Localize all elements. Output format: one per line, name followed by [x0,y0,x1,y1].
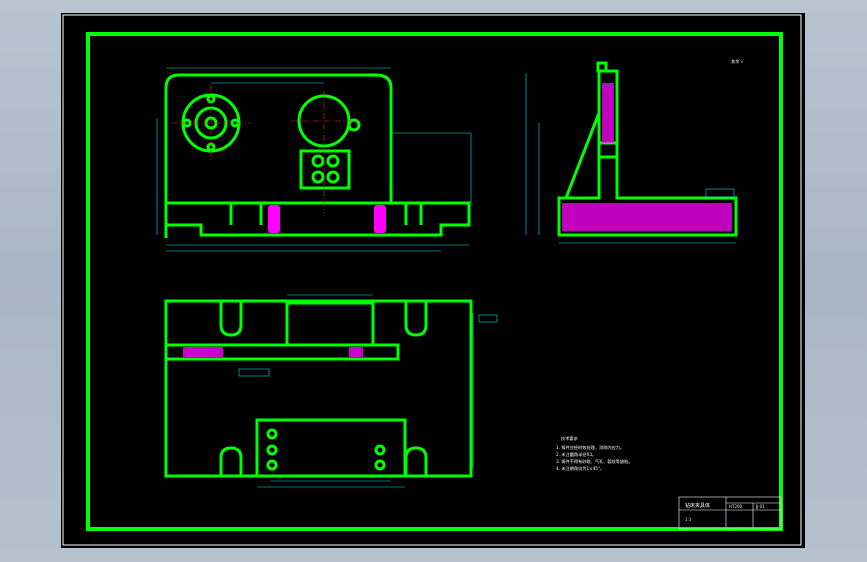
square-block [299,149,351,190]
block-hole-4 [326,170,340,184]
cad-drawing-sheet: 其余 √ 技术要求 1. 铸件应经时效处理，消除内应力。 2. 未注圆角半径R3… [62,14,802,546]
front-view-hatches [268,205,386,233]
block-hole-3 [311,170,325,184]
tech-req-item-4: 4. 未注倒角均为1×45°。 [556,465,604,472]
technical-requirements: 技术要求 1. 铸件应经时效处理，消除内应力。 2. 未注圆角半径R3。 3. … [556,435,633,472]
side-view-dimensions [525,73,736,244]
title-part-name: 钻床夹具体 [685,502,710,509]
front-view-dimensions [156,67,472,252]
lower-hole-3 [266,459,278,471]
side-view-rib [564,112,601,199]
title-material: HT200 [729,504,743,509]
lower-hole-5 [374,459,386,471]
tech-req-item-3: 3. 铸件不得有砂眼、气孔、裂纹等缺陷。 [556,458,633,465]
tolerance-callout-box-2 [478,314,498,323]
hatch-section-2 [374,205,386,233]
front-view-base-outline [164,201,471,237]
hatch-section-1 [268,205,280,233]
lower-hole-4 [374,444,386,456]
bottom-slot-1 [219,446,243,476]
side-view-outline [557,69,738,237]
tech-req-item-1: 1. 铸件应经时效处理，消除内应力。 [556,444,624,451]
block-hole-2 [326,154,340,168]
drawing-frame [86,32,783,531]
roughness-note: 其余 √ [731,58,744,65]
tech-req-item-2: 2. 未注圆角半径R3。 [556,451,596,458]
title-scale: 1:1 [685,517,692,522]
side-view-hatches [562,83,732,231]
tech-req-title: 技术要求 [561,435,579,442]
hatch-side-base [562,203,732,231]
hatch-side-post [602,83,614,143]
front-view [164,73,471,238]
tolerance-callout-box [238,368,270,377]
front-view-centerlines [171,85,361,213]
cad-viewport[interactable]: 其余 √ 技术要求 1. 铸件应经时效处理，消除内应力。 2. 未注圆角半径R3… [61,13,805,548]
top-view-shaft [164,343,400,361]
top-view-lower-block [255,418,407,478]
top-slot-1 [219,301,243,337]
hatch-shaft-right [349,347,363,357]
side-view-boss [597,141,619,159]
sheet-outer-border [62,14,802,546]
lower-hole-1 [266,428,278,440]
hatch-shaft-left [183,347,223,357]
title-block [678,496,782,530]
bore-side-pin [347,118,361,132]
title-block-frame [678,496,782,530]
top-slot-2 [404,301,428,337]
bottom-slot-2 [404,446,428,476]
front-view-body-outline [164,73,393,203]
block-hole-1 [311,154,325,168]
top-view-dimensions [238,294,498,488]
top-view [164,299,473,478]
lower-hole-2 [266,444,278,456]
top-view-pocket [285,301,375,347]
side-view-top-knob [596,61,608,73]
flatness-callout-box [705,188,735,198]
title-drawing-no: JJ-01 [755,504,765,509]
top-view-hatches [183,347,363,357]
